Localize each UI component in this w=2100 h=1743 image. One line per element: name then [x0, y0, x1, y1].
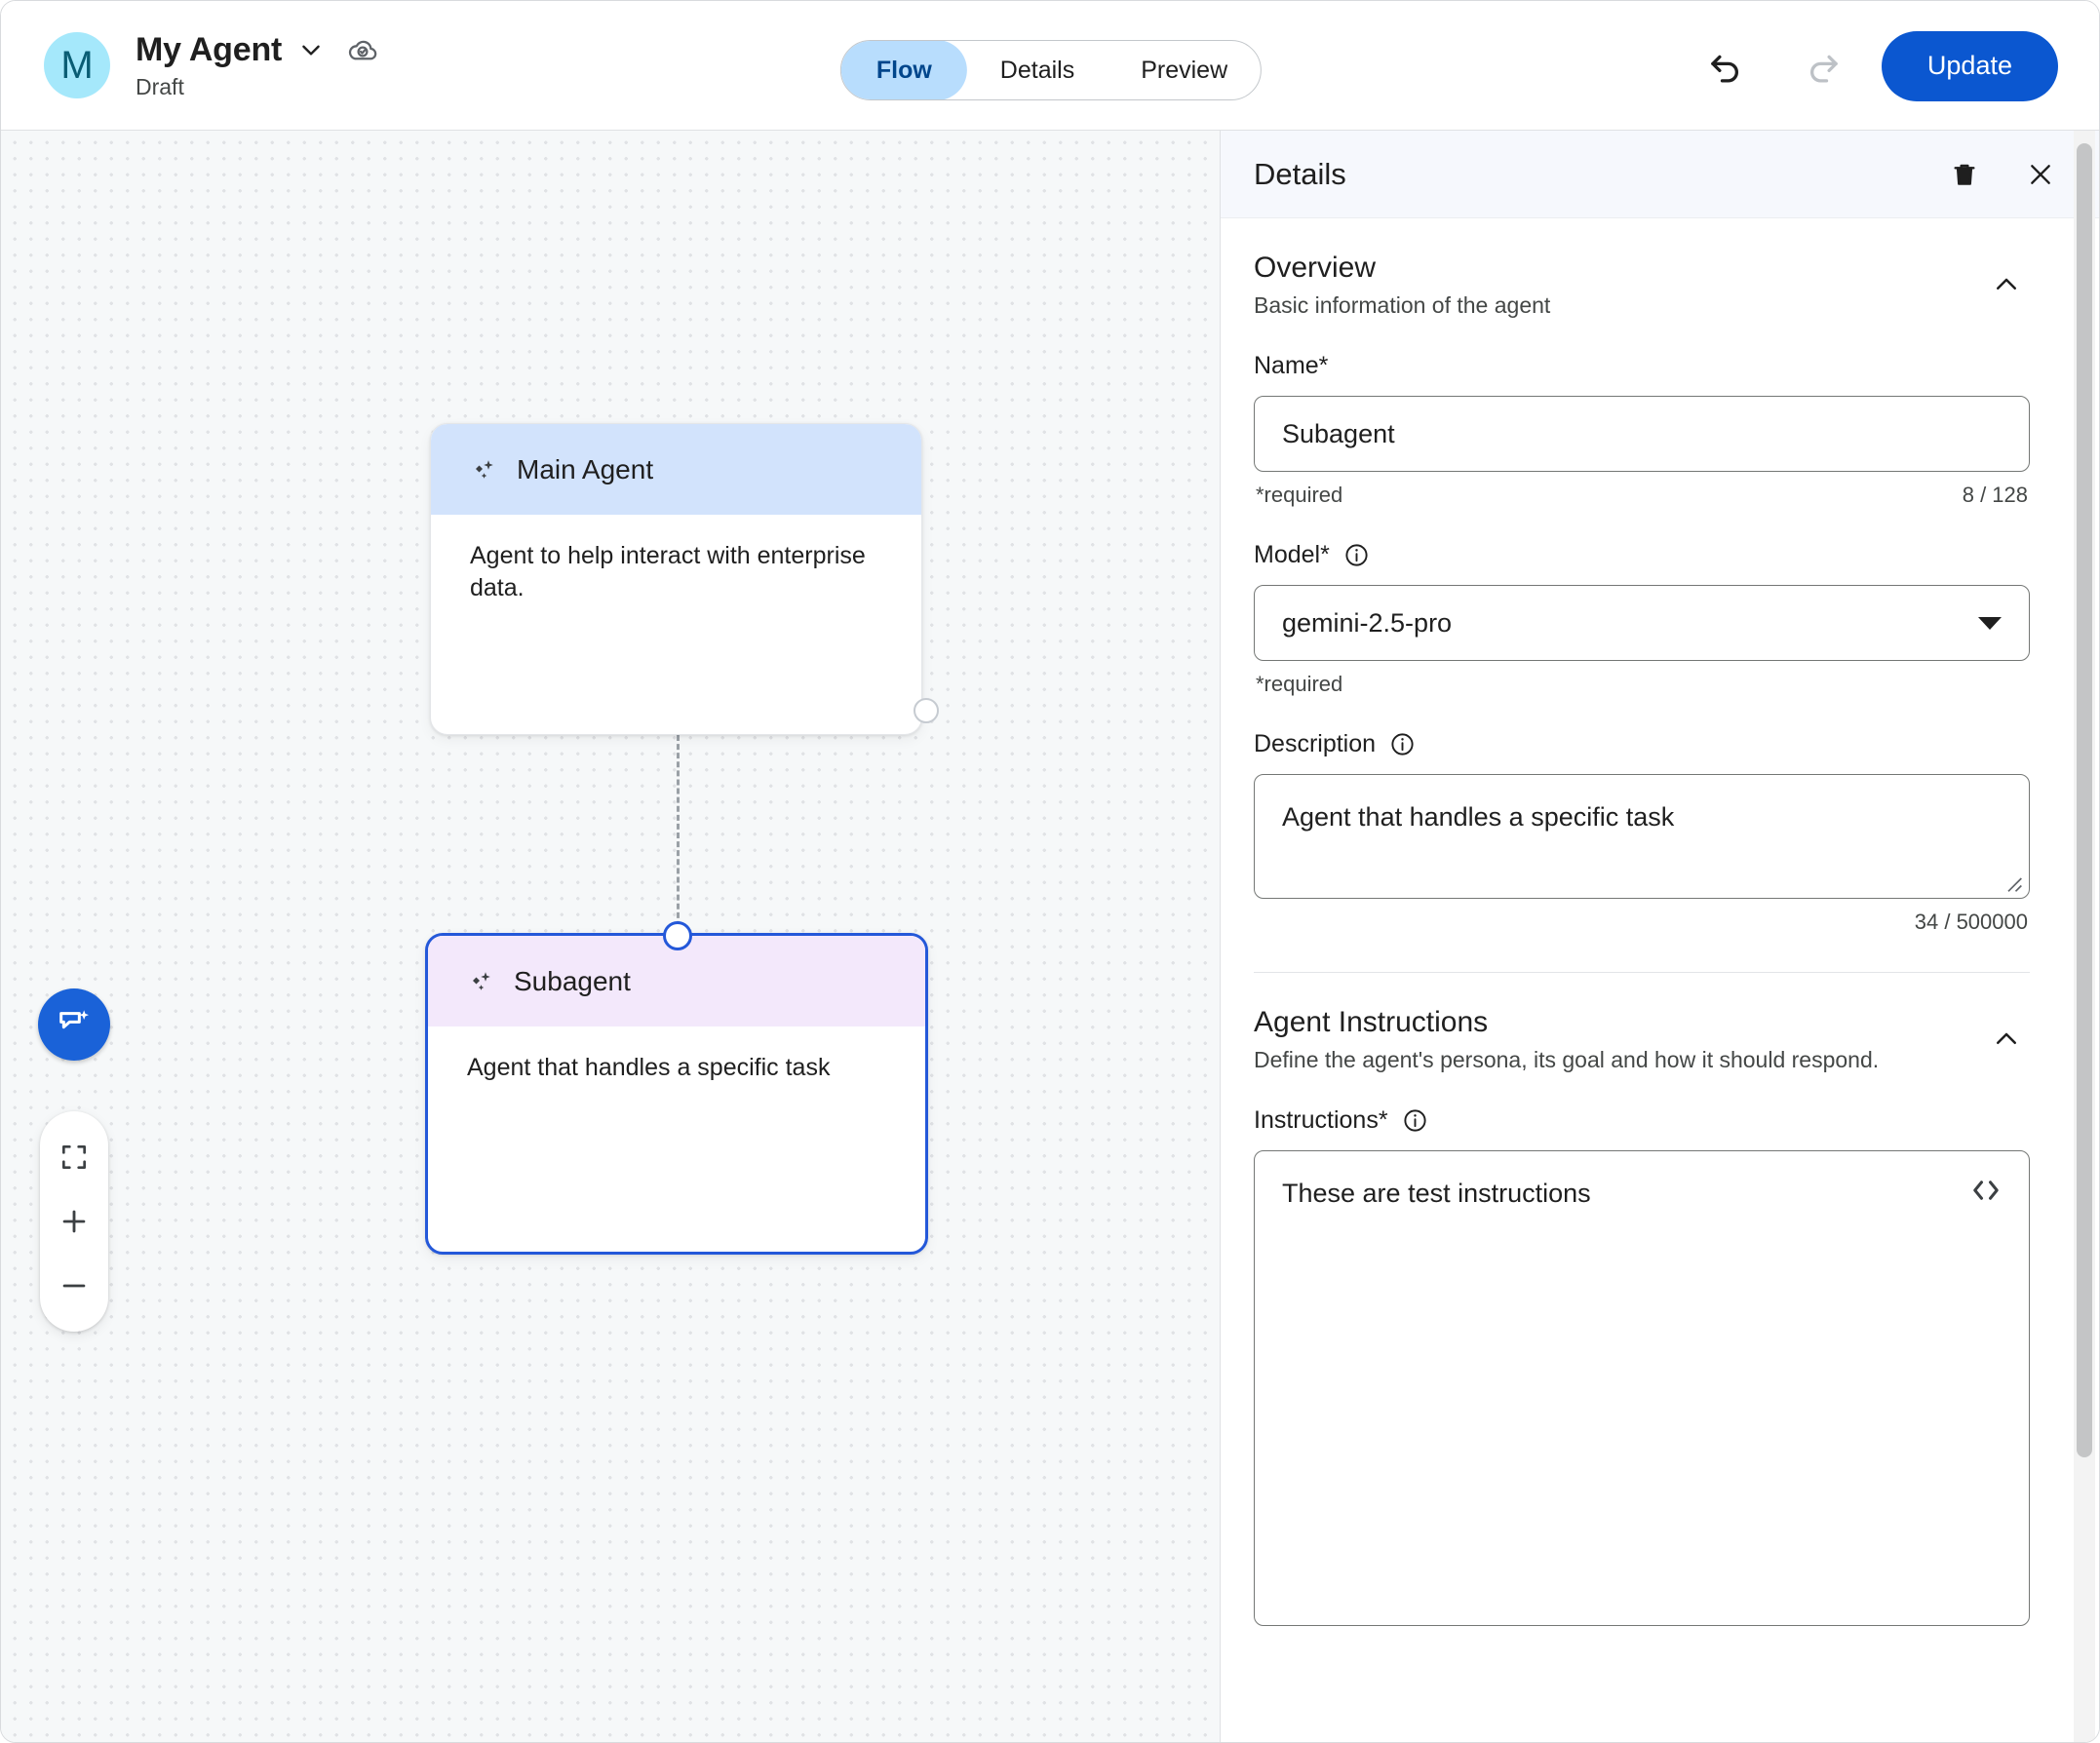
redo-icon: [1809, 55, 1838, 83]
fit-screen-icon: [61, 1145, 86, 1169]
name-required-hint: *required: [1256, 483, 1343, 507]
zoom-out-icon: [62, 1284, 86, 1288]
section-divider: [1254, 972, 2030, 973]
trash-icon: [1954, 164, 1975, 185]
node-header: Main Agent: [431, 424, 921, 515]
zoom-out-button[interactable]: [45, 1257, 103, 1315]
edge-main-to-sub: [677, 735, 680, 936]
node-title: Main Agent: [517, 453, 654, 484]
agent-instructions-title: Agent Instructions: [1254, 1006, 1489, 1038]
redo-button[interactable]: [1792, 35, 1854, 97]
code-brackets-icon[interactable]: [1968, 1177, 2003, 1204]
overview-collapse-button[interactable]: [1983, 261, 2030, 308]
chat-sparkle-icon: [59, 1010, 89, 1029]
close-button[interactable]: [2015, 149, 2066, 200]
info-icon[interactable]: [1343, 542, 1370, 568]
agent-text-block: My Agent Draft: [136, 31, 379, 100]
node-main-agent[interactable]: Main Agent Agent to help interact with e…: [430, 423, 922, 735]
description-textarea-value: Agent that handles a specific task: [1282, 802, 1675, 832]
name-label: Name*: [1254, 352, 1329, 379]
info-icon[interactable]: [1402, 1107, 1428, 1134]
node-body: Agent that handles a specific task: [428, 1026, 925, 1084]
name-input-value: Subagent: [1282, 418, 1395, 448]
node-header: Subagent: [428, 936, 925, 1026]
agent-instructions-subtitle: Define the agent's persona, its goal and…: [1254, 1047, 1880, 1072]
model-select-value: gemini-2.5-pro: [1282, 607, 1453, 638]
tab-flow[interactable]: Flow: [840, 41, 967, 99]
sparkle-icon: [476, 459, 493, 479]
chevron-up-icon: [1997, 1032, 2016, 1044]
sparkle-icon: [473, 971, 490, 990]
delete-button[interactable]: [1939, 149, 1990, 200]
overview-title: Overview: [1254, 252, 1377, 284]
undo-icon: [1711, 55, 1738, 83]
update-button[interactable]: Update: [1881, 30, 2058, 101]
chevron-down-icon[interactable]: [298, 37, 324, 62]
chevron-up-icon: [1997, 278, 2016, 290]
node-body: Agent to help interact with enterprise d…: [431, 515, 921, 605]
chat-assistant-button[interactable]: [38, 988, 110, 1061]
details-panel: Details Overview Basic information of: [1220, 131, 2099, 1742]
flow-canvas[interactable]: Main Agent Agent to help interact with e…: [1, 131, 1220, 1742]
instructions-textarea[interactable]: These are test instructions: [1254, 1150, 2030, 1626]
node-input-handle[interactable]: [663, 921, 692, 950]
cloud-saved-icon: [340, 33, 379, 66]
model-label: Model*: [1254, 541, 1330, 568]
description-char-counter: 34 / 500000: [1914, 910, 2028, 934]
zoom-in-icon: [62, 1210, 86, 1233]
node-description: Agent to help interact with enterprise d…: [470, 542, 866, 602]
agent-instructions-section-header: Agent Instructions Define the agent's pe…: [1254, 973, 2030, 1073]
top-bar: M My Agent Draft: [1, 1, 2099, 131]
name-char-counter: 8 / 128: [1962, 483, 2028, 507]
caret-down-icon: [1978, 616, 2002, 630]
node-description: Agent that handles a specific task: [467, 1054, 831, 1081]
node-subagent[interactable]: Subagent Agent that handles a specific t…: [425, 933, 928, 1255]
agent-status: Draft: [136, 73, 184, 99]
agent-instructions-collapse-button[interactable]: [1983, 1016, 2030, 1063]
details-panel-header: Details: [1221, 131, 2099, 218]
tab-details[interactable]: Details: [999, 56, 1075, 84]
top-actions: Update: [1694, 1, 2058, 131]
view-tabs: Flow Details Preview: [839, 40, 1263, 100]
details-panel-body: Overview Basic information of the agent …: [1221, 218, 2063, 1742]
node-title: Subagent: [514, 965, 631, 996]
instructions-textarea-value: These are test instructions: [1282, 1179, 1591, 1208]
model-select[interactable]: gemini-2.5-pro: [1254, 585, 2030, 661]
description-field-group: Description Agent that handles a specifi…: [1254, 730, 2030, 935]
description-label: Description: [1254, 730, 1377, 757]
zoom-in-button[interactable]: [45, 1192, 103, 1251]
name-input[interactable]: Subagent: [1254, 396, 2030, 472]
agent-identity-block: M My Agent Draft: [44, 31, 379, 100]
overview-section-header: Overview Basic information of the agent: [1254, 218, 2030, 319]
zoom-controls: [40, 1111, 108, 1332]
overview-subtitle: Basic information of the agent: [1254, 292, 1551, 318]
name-field-group: Name* Subagent *required 8 / 128: [1254, 352, 2030, 508]
model-required-hint: *required: [1256, 672, 1343, 696]
node-output-handle[interactable]: [914, 698, 939, 723]
details-panel-title: Details: [1254, 156, 1346, 191]
avatar: M: [44, 32, 110, 98]
undo-button[interactable]: [1694, 35, 1757, 97]
instructions-field-group: Instructions* These are test instruction…: [1254, 1106, 2030, 1626]
fit-to-screen-button[interactable]: [45, 1128, 103, 1186]
resize-handle[interactable]: [2003, 873, 2023, 893]
tab-preview[interactable]: Preview: [1141, 56, 1228, 84]
model-field-group: Model* gemini-2.5-pro *required: [1254, 541, 2030, 697]
page-title: My Agent: [136, 30, 283, 68]
panel-scrollbar-thumb[interactable]: [2077, 143, 2092, 1457]
instructions-label: Instructions*: [1254, 1106, 1388, 1134]
description-textarea[interactable]: Agent that handles a specific task: [1254, 774, 2030, 899]
close-icon: [2031, 164, 2050, 184]
info-icon[interactable]: [1389, 731, 1416, 757]
